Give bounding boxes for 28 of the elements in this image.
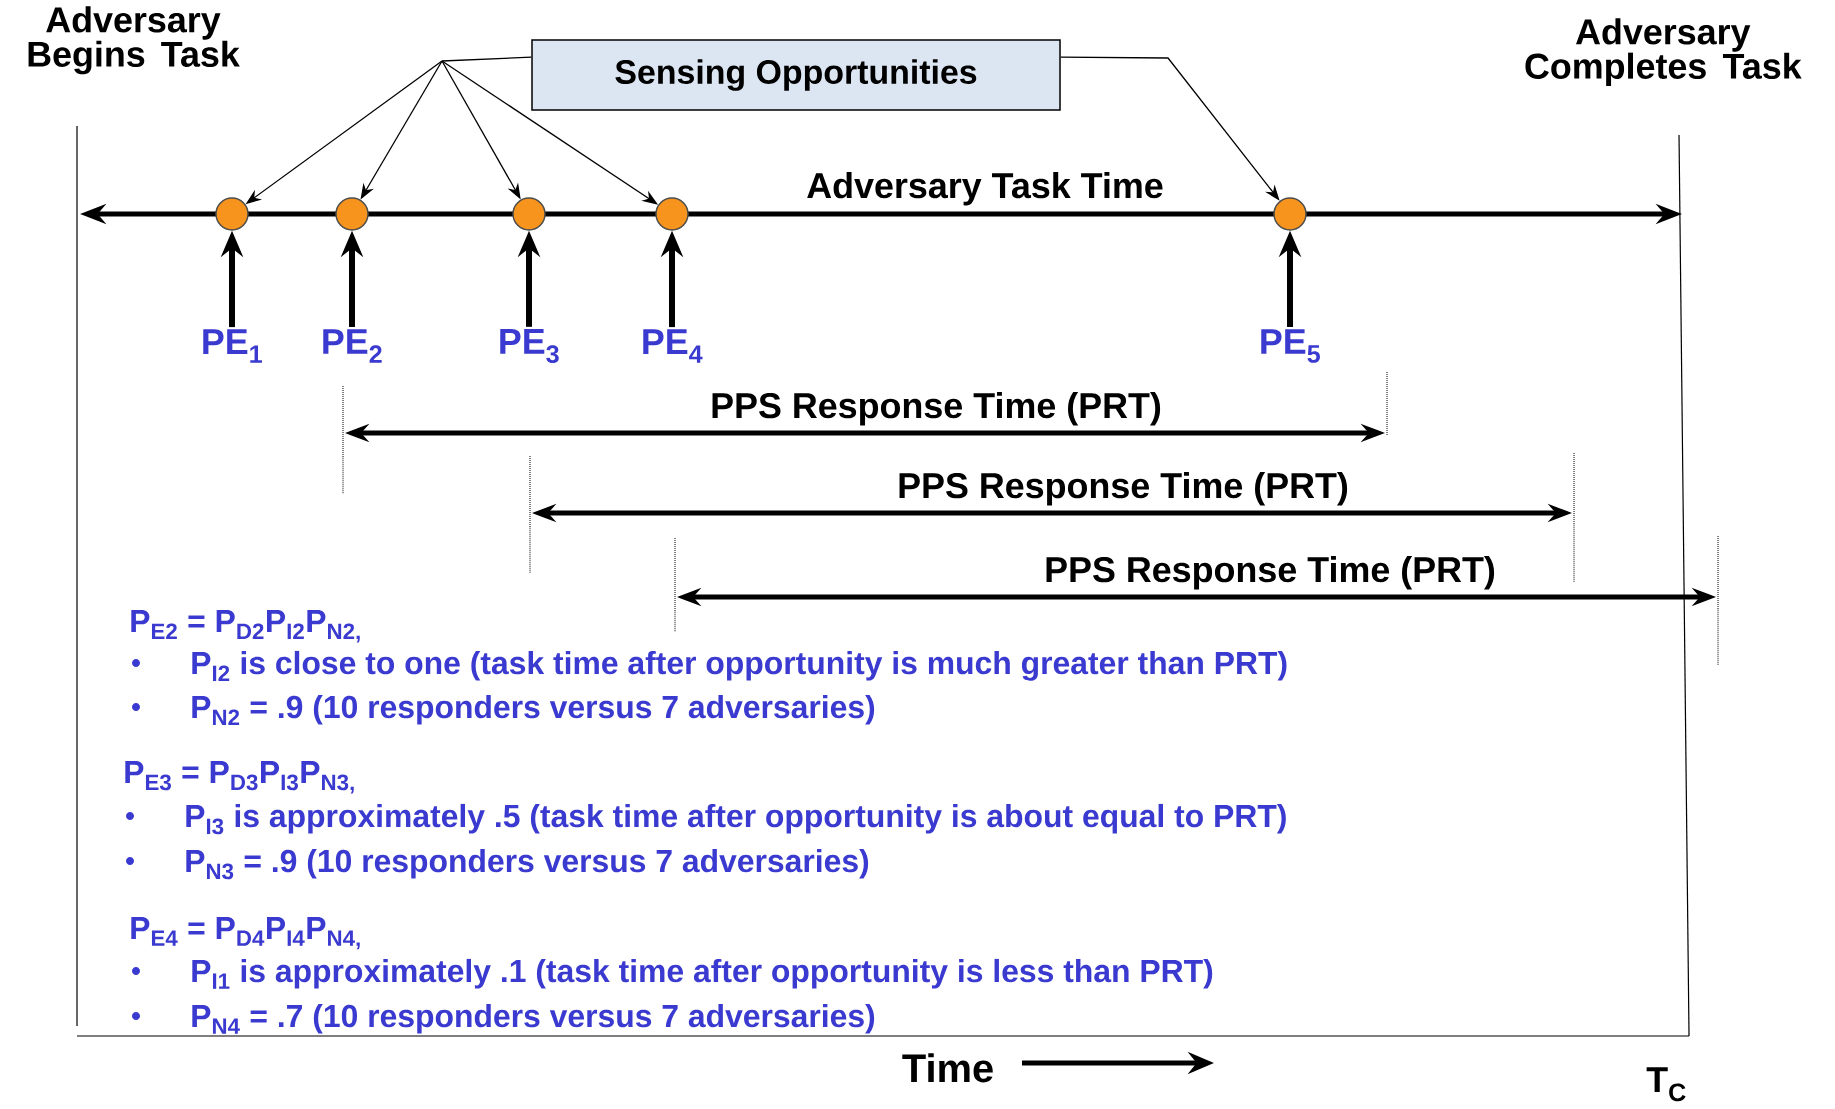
bullet-text: P$_{N2}$ = .9 (10 responders versus 7 adversaries) — [192, 694, 875, 726]
dimension-label: PPS Response Time (PRT) — [712, 392, 1161, 426]
event-dot — [1273, 197, 1307, 231]
event-dot — [215, 197, 249, 231]
formula-text: P$_{E3}$ = P$_{D3}$P$_{I3}$P$_{N3,}$ — [125, 761, 354, 794]
event-dot — [655, 197, 689, 231]
bullet-text: P$_{N4}$ = .7 (10 responders versus 7 adversaries) — [192, 1003, 875, 1034]
heading: Adversary Completes Task — [1525, 18, 1802, 87]
heading: Adversary Begins Task — [28, 6, 240, 75]
bullet-text: P$_{I1}$ is approximately .1 (task time after opportunity is less than PRT) — [192, 958, 1213, 989]
axis-label: Time — [902, 1053, 993, 1083]
title-box: Sensing Opportunities — [531, 39, 1061, 111]
formula-text: P$_{E4}$ = P$_{D4}$P$_{I4}$P$_{N4,}$ — [131, 917, 360, 950]
bullet-text: P$_{I2}$ is close to one (task time after opportunity is much greater than PRT) — [192, 650, 1287, 682]
bullet-text: P$_{N3}$ = .9 (10 responders versus 7 adversaries) — [186, 848, 869, 880]
formula-text: P$_{E2}$ = P$_{D2}$P$_{I2}$P$_{N2,}$ — [131, 610, 360, 643]
dimension-label: PPS Response Time (PRT) — [899, 472, 1348, 506]
event-dot — [335, 197, 369, 231]
event-label: PE$_{3}$ — [500, 329, 559, 363]
axis-label: Adversary Task Time — [807, 172, 1163, 206]
event-label: PE$_{2}$ — [323, 329, 382, 363]
event-label: PE$_{4}$ — [643, 329, 703, 363]
axis-label: T$_{C}$ — [1646, 1067, 1686, 1102]
dimension-label: PPS Response Time (PRT) — [1046, 556, 1495, 590]
event-label: PE$_{5}$ — [1261, 329, 1320, 363]
event-dot — [512, 197, 546, 231]
bullet-text: P$_{I3}$ is approximately .5 (task time after opportunity is about equal to PRT) — [186, 803, 1286, 835]
event-label: PE$_{1}$ — [203, 329, 262, 363]
